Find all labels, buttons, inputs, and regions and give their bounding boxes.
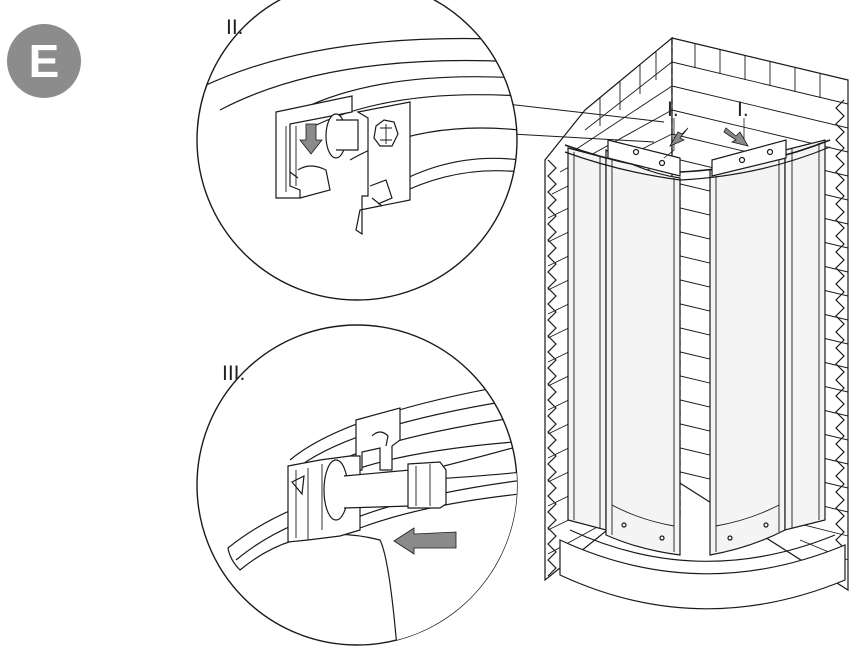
roller-screw — [659, 535, 665, 541]
left-sliding-door — [605, 148, 681, 556]
profile-screw — [371, 197, 383, 207]
step-letter: E — [28, 35, 60, 87]
knob-detail — [415, 464, 431, 506]
left-profile — [275, 95, 353, 199]
bracket-screw — [766, 148, 774, 156]
nut-detail — [380, 124, 392, 144]
left-bracket — [607, 139, 681, 177]
track-rail — [443, 439, 517, 467]
track-rail — [219, 59, 517, 111]
marker-right-label: I. — [737, 98, 749, 121]
profile-screw — [291, 474, 305, 496]
left-arrow-icon — [393, 527, 457, 555]
track-rail — [299, 76, 517, 111]
profile-hook — [371, 431, 389, 447]
bracket-screw — [658, 159, 666, 167]
detail-two-label: II. — [226, 16, 244, 39]
bracket-screw — [738, 156, 746, 164]
roller-screw — [763, 522, 769, 528]
roller-screw — [727, 535, 733, 541]
corner-arrow-icon — [723, 127, 749, 147]
roller-axle — [336, 119, 359, 151]
right-wall-edge — [835, 99, 845, 573]
adjust-knob — [407, 461, 447, 509]
right-fixed-panel — [784, 139, 826, 531]
roller-axle — [343, 469, 411, 509]
track-rail — [349, 127, 517, 161]
top-rail-inner — [564, 146, 831, 181]
bracket-screw — [632, 148, 640, 156]
profile-screw — [289, 171, 299, 179]
step-badge: E — [7, 24, 81, 98]
panel-frame-lines — [573, 143, 820, 552]
roller-screw — [621, 522, 627, 528]
right-sliding-door — [709, 149, 786, 556]
marker-left-label: I. — [667, 98, 679, 121]
left-wall-edge — [547, 159, 557, 577]
detail-three-label: III. — [222, 362, 246, 385]
profile-hook — [297, 165, 331, 199]
shower-enclosure — [544, 36, 849, 610]
down-arrow-icon — [299, 123, 323, 155]
profile-hook — [369, 179, 393, 205]
detail-leader-lines — [497, 102, 665, 143]
detail-circle-three — [196, 324, 518, 646]
detail-circle-two — [196, 0, 518, 301]
marker-leader-left — [663, 118, 675, 159]
profile-groove — [295, 464, 323, 540]
shower-tray — [559, 539, 846, 610]
track-rail — [199, 37, 517, 89]
tray-rim — [569, 529, 836, 562]
right-bracket — [711, 139, 787, 177]
corner-arrow-icon — [669, 127, 689, 147]
